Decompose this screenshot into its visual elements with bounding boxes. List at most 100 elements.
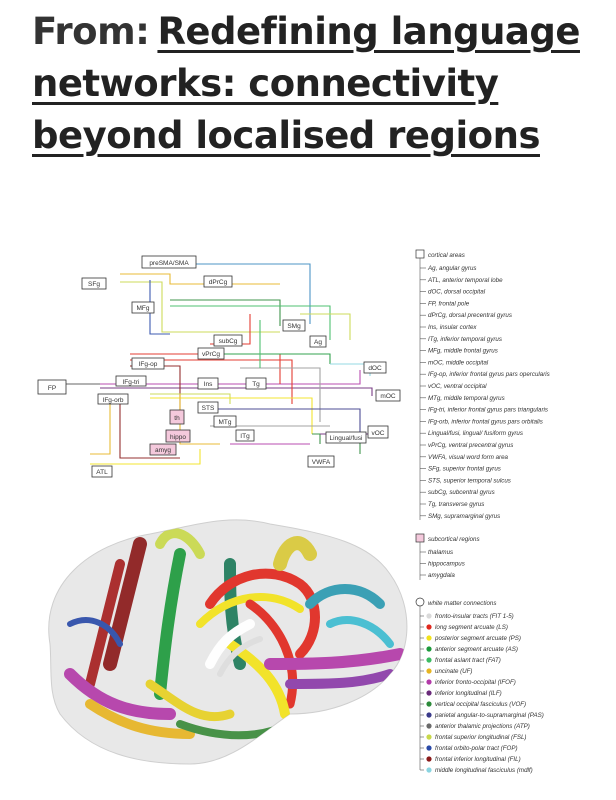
node-dOC: dOC bbox=[363, 361, 387, 374]
cortical-legend-item: SFg, superior frontal gyrus bbox=[420, 466, 501, 473]
wm-color-swatch bbox=[426, 613, 432, 619]
cortical-legend-item-label: MTg, middle temporal gyrus bbox=[428, 395, 505, 402]
wm-color-swatch bbox=[426, 767, 432, 773]
cortical-legend-item: MTg, middle temporal gyrus bbox=[420, 395, 505, 402]
node-IFgtri: IFg-tri bbox=[115, 375, 147, 387]
subcortical-legend-item-label: hippocampus bbox=[428, 561, 465, 568]
svg-text:preSMA/SMA: preSMA/SMA bbox=[149, 260, 189, 267]
wm-color-swatch bbox=[426, 646, 432, 652]
cortical-legend-item-label: dOC, dorsal occipital bbox=[428, 289, 486, 296]
node-th: th bbox=[169, 409, 185, 425]
wm-legend-item-label: frontal orbito-polar tract (FOP) bbox=[435, 745, 518, 752]
cortical-legend-item-label: Ag, angular gyrus bbox=[427, 265, 477, 272]
wm-legend-item-label: vertical occipital fasciculus (VOF) bbox=[435, 701, 526, 708]
wm-color-swatch bbox=[426, 723, 432, 729]
node-Ins: Ins bbox=[197, 377, 219, 390]
cortical-legend-item: Lingual/fusi, lingual/ fusiform gyrus bbox=[420, 430, 523, 437]
node-FP: FP bbox=[37, 379, 67, 395]
node-STS: STS bbox=[197, 401, 219, 414]
wm-legend-item: anterior thalamic projections (ATP) bbox=[420, 723, 530, 730]
cortical-legend-item-label: IFg-op, inferior frontal gyrus pars oper… bbox=[428, 371, 550, 378]
wm-color-swatch bbox=[426, 635, 432, 641]
wm-color-swatch bbox=[426, 712, 432, 718]
wm-legend-list: fronto-insular tracts (FIT 1-5) long segm… bbox=[420, 613, 544, 774]
node-SFg: SFg bbox=[81, 277, 107, 290]
cortical-legend-item: IFg-op, inferior frontal gyrus pars oper… bbox=[420, 371, 550, 378]
node-hippo: hippo bbox=[165, 429, 191, 443]
node-IFgorb: IFg-orb bbox=[97, 393, 129, 405]
cortical-legend-item-label: MFg, middle frontal gyrus bbox=[428, 348, 498, 355]
node-dPrCg: dPrCg bbox=[203, 275, 233, 288]
svg-text:SMg: SMg bbox=[287, 323, 301, 330]
cortical-legend-item: mOC, middle occipital bbox=[420, 359, 489, 366]
figure: preSMA/SMA SFg dPrCg MFg SMg subCg Ag vP… bbox=[37, 249, 550, 774]
svg-text:IFg-tri: IFg-tri bbox=[123, 379, 140, 386]
wm-legend-item: inferior fronto-occipital (IFOF) bbox=[420, 679, 516, 686]
cortical-legend-item: ITg, inferior temporal gyrus bbox=[420, 336, 502, 343]
cortical-legend-title: cortical areas bbox=[428, 252, 465, 259]
wm-legend-title: white matter connections bbox=[428, 600, 496, 607]
svg-text:vPrCg: vPrCg bbox=[202, 351, 220, 358]
wm-legend-item: frontal inferior longitudinal (FIL) bbox=[420, 756, 521, 763]
svg-text:MFg: MFg bbox=[137, 305, 150, 312]
cortical-legend-item-label: vPrCg, ventral precentral gyrus bbox=[428, 442, 513, 449]
article-title-link[interactable]: Redefining language networks: connectivi… bbox=[32, 10, 580, 157]
cortical-legend-item-label: VWFA, visual word form area bbox=[428, 454, 509, 461]
wm-legend-item-label: anterior thalamic projections (ATP) bbox=[435, 723, 530, 730]
cortical-legend-item: FP, frontal pole bbox=[420, 300, 470, 307]
svg-text:Ag: Ag bbox=[314, 339, 322, 346]
wm-legend-item-label: fronto-insular tracts (FIT 1-5) bbox=[435, 613, 514, 620]
wm-legend-item: posterior segment arcuate (PS) bbox=[420, 635, 521, 642]
wm-color-swatch bbox=[426, 624, 432, 630]
node-ITg: ITg bbox=[235, 429, 255, 442]
cortical-legend-item-label: ATL, anterior temporal lobe bbox=[427, 277, 503, 284]
cortical-legend-item: STS, superior temporal sulcus bbox=[420, 477, 511, 484]
article-title-heading: From:Redefining language networks: conne… bbox=[32, 6, 592, 162]
subcortical-legend-item-label: thalamus bbox=[428, 549, 453, 556]
cortical-legend-item-label: SMg, supramarginal gyrus bbox=[428, 513, 500, 520]
cortical-legend-item: vOC, ventral occipital bbox=[420, 383, 487, 390]
subcortical-legend-item: hippocampus bbox=[420, 561, 465, 568]
wm-color-swatch bbox=[426, 734, 432, 740]
cortical-legend-item-label: vOC, ventral occipital bbox=[428, 383, 487, 390]
cortical-legend-swatch bbox=[415, 249, 425, 259]
cortical-legend-item-label: dPrCg, dorsal precentral gyrus bbox=[428, 312, 512, 319]
svg-text:amyg: amyg bbox=[155, 447, 171, 454]
node-ATL: ATL bbox=[91, 465, 113, 478]
cortical-legend-item: MFg, middle frontal gyrus bbox=[420, 348, 498, 355]
svg-text:VWFA: VWFA bbox=[312, 459, 331, 466]
cortical-legend-item: Ag, angular gyrus bbox=[420, 265, 477, 272]
wm-legend-item: anterior segment arcuate (AS) bbox=[420, 646, 518, 653]
wm-color-swatch bbox=[426, 701, 432, 707]
wm-legend-item-label: posterior segment arcuate (PS) bbox=[434, 635, 521, 642]
cortical-legend-item-label: subCg, subcentral gyrus bbox=[428, 489, 495, 496]
cortical-legend-item: dPrCg, dorsal precentral gyrus bbox=[420, 312, 512, 319]
svg-text:Tg: Tg bbox=[252, 381, 260, 388]
wm-legend-item: frontal orbito-polar tract (FOP) bbox=[420, 745, 518, 752]
wm-legend-item-label: uncinate (UF) bbox=[435, 668, 472, 675]
svg-text:MTg: MTg bbox=[219, 419, 232, 426]
cortical-legend-item-label: IFg-tri, inferior frontal gyrus pars tri… bbox=[428, 407, 548, 414]
node-SMg: SMg bbox=[282, 319, 306, 332]
wm-color-swatch bbox=[426, 668, 432, 674]
cortical-legend-item: SMg, supramarginal gyrus bbox=[420, 513, 500, 520]
svg-text:mOC: mOC bbox=[380, 393, 395, 400]
svg-text:Ins: Ins bbox=[204, 381, 213, 388]
cortical-legend-item-label: STS, superior temporal sulcus bbox=[428, 477, 511, 484]
cortical-legend-item: Ins, insular cortex bbox=[420, 324, 477, 331]
from-label: From: bbox=[32, 10, 150, 53]
cortical-legend-item: ATL, anterior temporal lobe bbox=[420, 277, 503, 284]
wm-legend-item: long segment arcuate (LS) bbox=[420, 624, 508, 631]
cortical-legend-item-label: SFg, superior frontal gyrus bbox=[428, 466, 501, 473]
wm-color-swatch bbox=[426, 657, 432, 663]
svg-text:vOC: vOC bbox=[372, 430, 385, 437]
cortical-legend-item-label: IFg-orb, inferior frontal gyrus pars orb… bbox=[428, 418, 543, 425]
svg-text:IFg-orb: IFg-orb bbox=[103, 397, 124, 404]
cortical-legend-item-label: Tg, transverse gyrus bbox=[428, 501, 484, 508]
wm-legend-item-label: frontal superior longitudinal (FSL) bbox=[435, 734, 526, 741]
svg-text:STS: STS bbox=[202, 405, 215, 412]
brain-tractography-image bbox=[48, 519, 408, 765]
wm-color-swatch bbox=[426, 679, 432, 685]
svg-text:dOC: dOC bbox=[368, 365, 382, 372]
